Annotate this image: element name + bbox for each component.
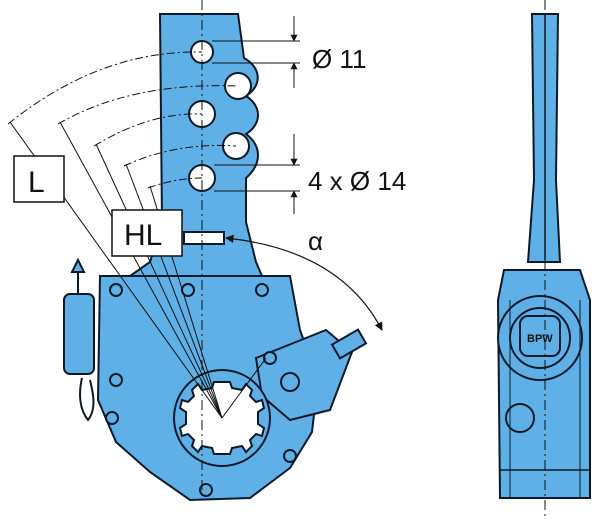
brand-logo: BPW xyxy=(527,333,553,345)
hole-lever-box xyxy=(111,209,183,257)
angle-label: α xyxy=(308,226,323,256)
side-cap xyxy=(63,293,95,375)
hole-lever-label: HL xyxy=(124,219,162,252)
hole-large-label: 4 x Ø 14 xyxy=(308,166,406,196)
dim-hole-small xyxy=(212,16,300,88)
grease-fitting xyxy=(70,257,86,273)
front-view xyxy=(63,13,368,502)
side-view xyxy=(496,13,591,499)
hl-marker xyxy=(183,231,225,245)
radius-arcs xyxy=(7,51,239,189)
side-lever xyxy=(526,13,562,263)
spring-clip xyxy=(79,377,95,422)
adjuster-shaft xyxy=(330,328,368,360)
dim-hole-large xyxy=(214,134,300,214)
lever-length-box xyxy=(13,155,65,203)
hole-small-label: Ø 11 xyxy=(312,44,366,74)
angle-arc xyxy=(225,234,383,331)
hole-2 xyxy=(224,72,252,100)
side-knob xyxy=(505,403,535,433)
lever-length-label: L xyxy=(28,166,45,199)
